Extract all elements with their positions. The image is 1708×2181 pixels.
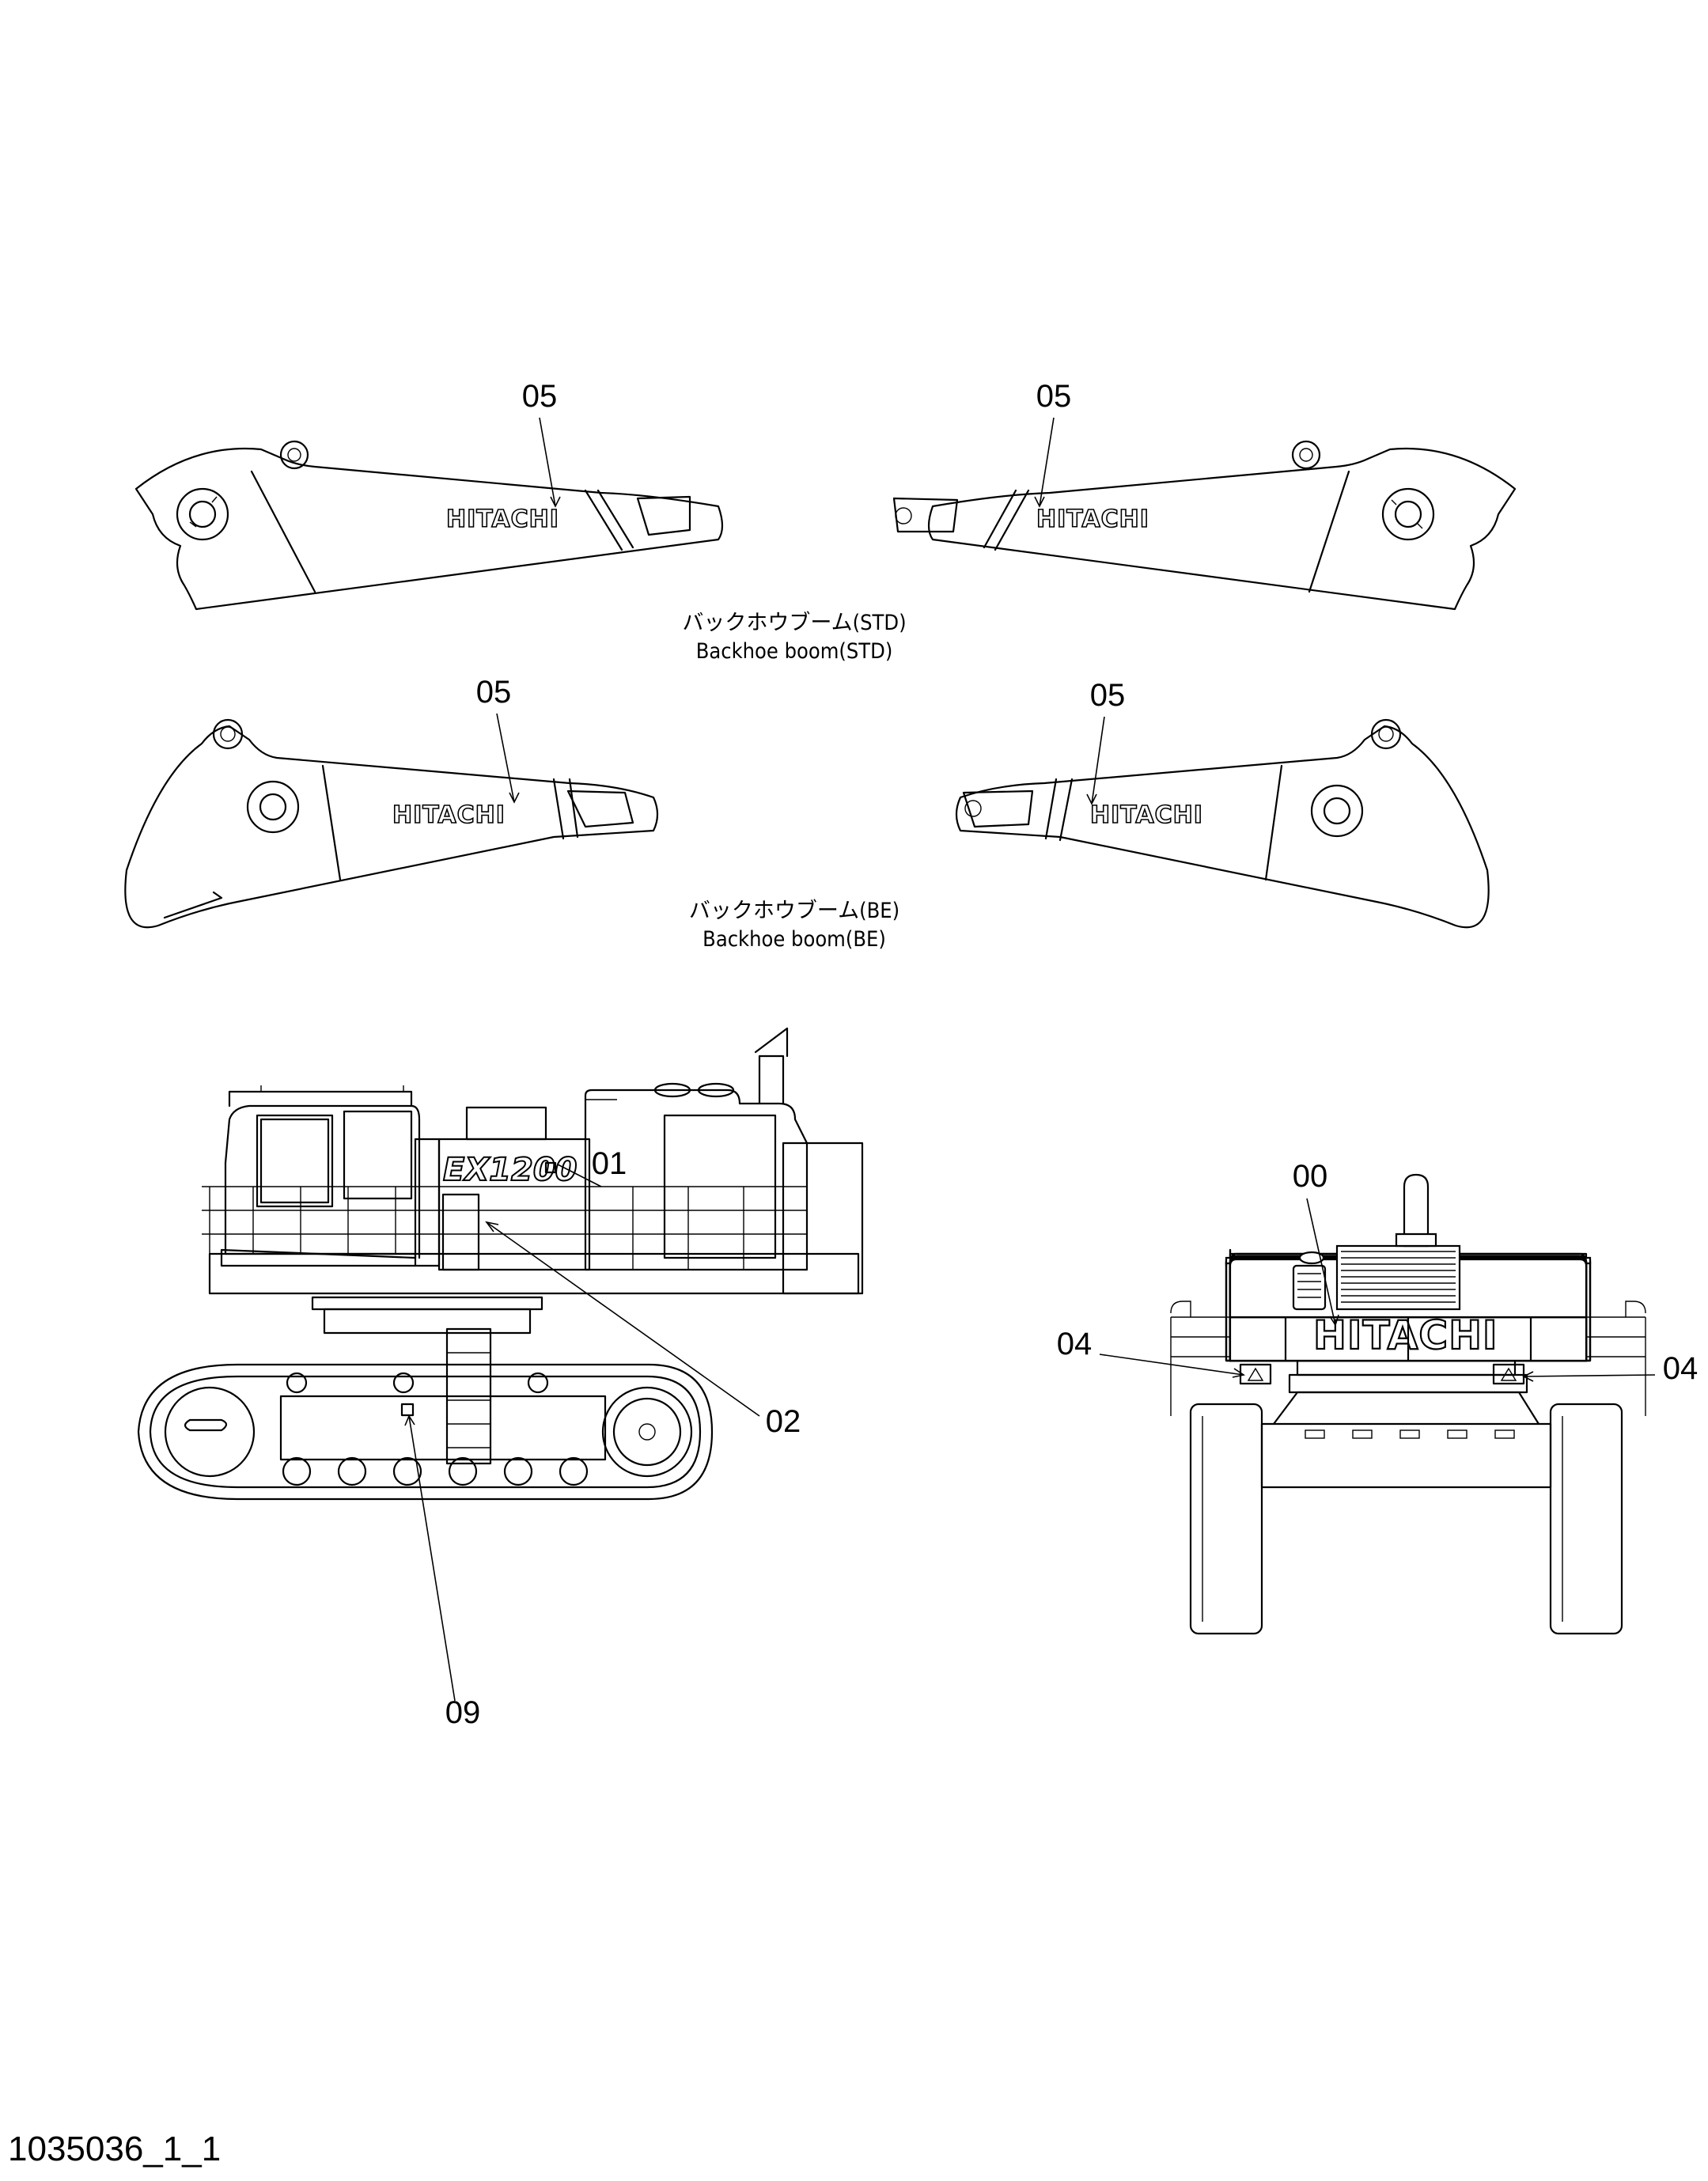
hitachi-logo: HITACHI (446, 505, 559, 533)
hitachi-logo: HITACHI (1090, 801, 1203, 829)
track-rollers (282, 1372, 589, 1486)
excavator-side-view: EX1200 (137, 1027, 864, 1501)
hitachi-logo-rear: HITACHI (1313, 1312, 1498, 1358)
model-decal: EX1200 (443, 1152, 578, 1188)
caption-std-jp: バックホウブーム(STD) (682, 611, 906, 635)
callout-04-right: 04 (1663, 1351, 1699, 1386)
label-09-marker (400, 1403, 415, 1417)
document-id: 1035036_1_1 (8, 2130, 222, 2168)
rear-radiator-grille (1292, 1173, 1461, 1311)
callout-09: 09 (445, 1695, 481, 1730)
rear-label-right (1492, 1363, 1525, 1385)
boom-std-left: HITACHI (134, 440, 724, 611)
boom-std-right: HITACHI (892, 440, 1517, 611)
hitachi-logo: HITACHI (1036, 505, 1149, 533)
caption-be-jp: バックホウブーム(BE) (689, 899, 899, 923)
boom-be-left: HITACHI (124, 718, 659, 929)
hitachi-logo: HITACHI (392, 801, 506, 829)
callout-05-std-left: 05 (522, 379, 558, 414)
callout-04-left: 04 (1057, 1327, 1093, 1361)
callout-05-be-left: 05 (476, 675, 512, 710)
callout-02: 02 (766, 1404, 801, 1439)
callout-00: 00 (1293, 1159, 1328, 1194)
caption-be-en: Backhoe boom(BE) (703, 927, 886, 952)
callout-05-std-right: 05 (1036, 379, 1072, 414)
boom-be-right: HITACHI (955, 718, 1490, 929)
caption-std-en: Backhoe boom(STD) (696, 639, 893, 664)
rear-label-left (1239, 1363, 1272, 1385)
callout-05-be-right: 05 (1090, 678, 1126, 713)
callout-01: 01 (592, 1146, 627, 1181)
